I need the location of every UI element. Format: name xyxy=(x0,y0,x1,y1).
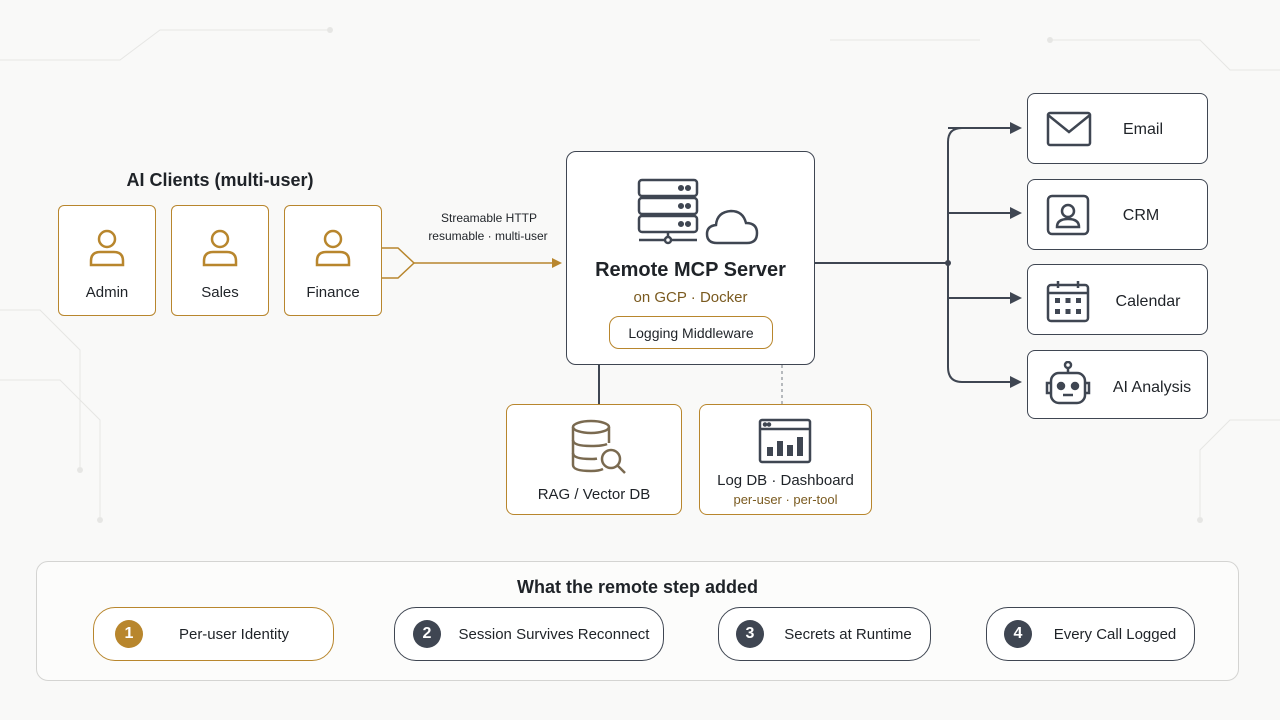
tool-ai-analysis[interactable]: AI Analysis xyxy=(1027,350,1208,419)
server-rack-icon xyxy=(637,178,699,245)
client-bracket xyxy=(382,247,416,279)
step-label: Secrets at Runtime xyxy=(784,626,912,643)
connection-line2: resumable · multi-user xyxy=(428,229,548,243)
step-number: 1 xyxy=(115,620,143,648)
cloud-icon xyxy=(705,209,759,245)
tool-crm[interactable]: CRM xyxy=(1027,179,1208,250)
tool-bus xyxy=(947,127,1022,388)
client-admin[interactable]: Admin xyxy=(58,205,156,316)
rag-label: RAG / Vector DB xyxy=(537,486,651,503)
user-icon xyxy=(202,229,238,267)
client-label: Sales xyxy=(201,284,239,301)
log-db-dashboard[interactable]: Log DB · Dashboard per-user · per-tool xyxy=(699,404,872,515)
steps-title: What the remote step added xyxy=(516,577,759,597)
client-finance[interactable]: Finance xyxy=(284,205,382,316)
middleware-label: Logging Middleware xyxy=(628,325,754,341)
logdb-sublabel: per-user · per-tool xyxy=(733,492,838,507)
step-label: Per-user Identity xyxy=(178,626,290,643)
tool-label: Email xyxy=(1122,121,1163,138)
step-number: 2 xyxy=(413,620,441,648)
robot-icon xyxy=(1045,361,1091,405)
user-icon xyxy=(89,229,125,267)
dashboard-chart-icon xyxy=(758,418,812,464)
client-label: Finance xyxy=(306,284,360,301)
calendar-icon xyxy=(1046,281,1090,323)
contact-card-icon xyxy=(1046,194,1090,236)
step-4[interactable]: 4 Every Call Logged xyxy=(986,607,1195,661)
mail-icon xyxy=(1046,111,1092,147)
tool-label: AI Analysis xyxy=(1112,379,1192,396)
clients-title: AI Clients (multi-user) xyxy=(126,170,314,190)
step-1[interactable]: 1 Per-user Identity xyxy=(93,607,334,661)
tool-email[interactable]: Email xyxy=(1027,93,1208,164)
database-search-icon xyxy=(571,419,626,474)
step-3[interactable]: 3 Secrets at Runtime xyxy=(718,607,931,661)
connection-line1: Streamable HTTP xyxy=(440,211,538,225)
client-sales[interactable]: Sales xyxy=(171,205,269,316)
step-label: Every Call Logged xyxy=(1053,626,1177,643)
tool-label: CRM xyxy=(1122,207,1160,224)
step-label: Session Survives Reconnect xyxy=(458,626,650,643)
tool-calendar[interactable]: Calendar xyxy=(1027,264,1208,335)
logdb-label: Log DB · Dashboard xyxy=(717,472,854,489)
step-number: 3 xyxy=(736,620,764,648)
user-icon xyxy=(315,229,351,267)
server-subtitle: on GCP · Docker xyxy=(633,289,748,306)
step-number: 4 xyxy=(1004,620,1032,648)
remote-mcp-server[interactable]: Remote MCP Server on GCP · Docker Loggin… xyxy=(566,151,815,365)
step-2[interactable]: 2 Session Survives Reconnect xyxy=(394,607,664,661)
tool-label: Calendar xyxy=(1115,293,1181,310)
rag-vector-db[interactable]: RAG / Vector DB xyxy=(506,404,682,515)
logging-middleware-badge[interactable]: Logging Middleware xyxy=(609,316,773,349)
server-title: Remote MCP Server xyxy=(595,259,786,281)
client-label: Admin xyxy=(85,284,129,301)
